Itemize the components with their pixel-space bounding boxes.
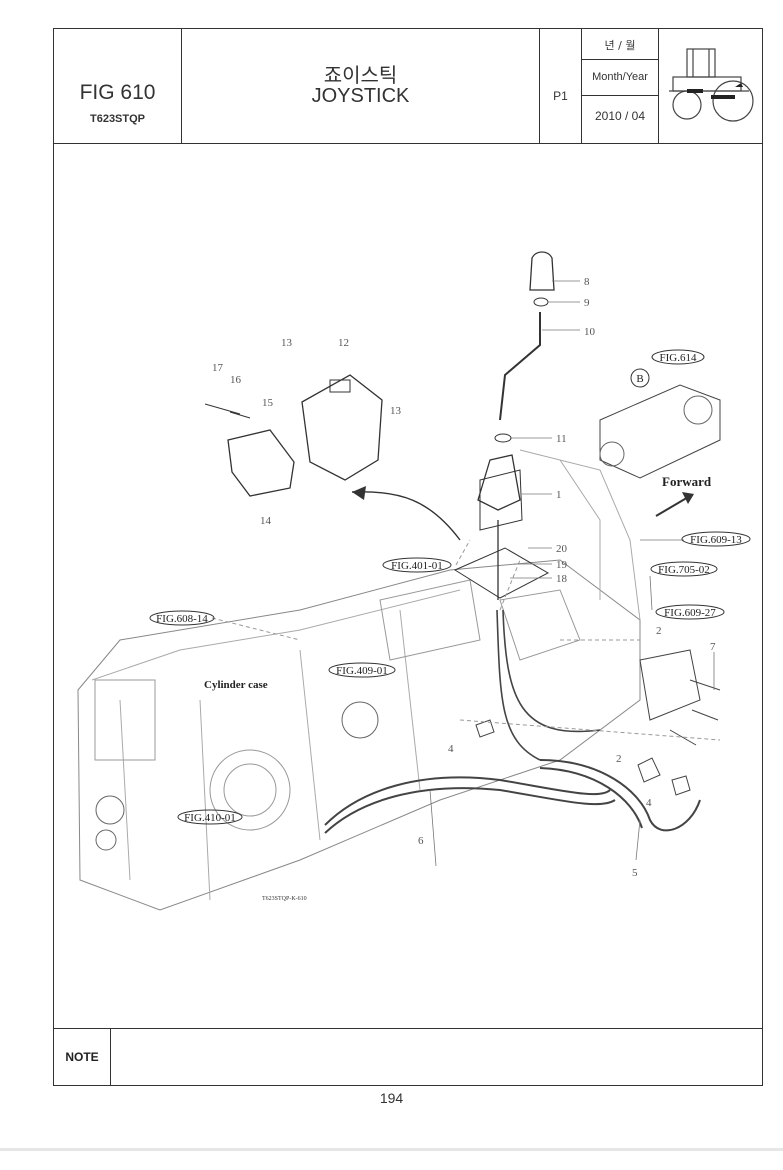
part-label: 14 bbox=[260, 515, 272, 527]
date-label-korean: 년 / 월 bbox=[604, 39, 636, 52]
forward-label: Forward bbox=[662, 474, 712, 489]
part-label: 6 bbox=[418, 835, 424, 847]
part-label: 11 bbox=[556, 433, 567, 445]
part-label: 1 bbox=[556, 489, 562, 501]
title-english: JOYSTICK bbox=[311, 85, 410, 107]
view-marker: B bbox=[636, 373, 643, 385]
callout-fig-608-14: FIG.608-14 bbox=[156, 613, 208, 625]
model-code: T623STQP bbox=[89, 113, 146, 125]
page-number: 194 bbox=[379, 1090, 404, 1106]
part-label: 15 bbox=[262, 397, 274, 409]
title-cell: 죠이스틱 JOYSTICK bbox=[182, 29, 540, 143]
part-label: 9 bbox=[584, 297, 590, 309]
fig-number: FIG 610 bbox=[79, 81, 156, 104]
callout-fig-409-01: FIG.409-01 bbox=[336, 665, 388, 677]
date-value: 2010 / 04 bbox=[594, 109, 646, 123]
date-cell: 년 / 월 Month/Year 2010 / 04 bbox=[582, 29, 659, 143]
tractor-icon bbox=[669, 48, 754, 122]
part-label: 4 bbox=[448, 743, 454, 755]
cylinder-case-label: Cylinder case bbox=[204, 679, 268, 691]
thumbnail-cell bbox=[659, 29, 764, 143]
callout-fig-614: FIG.614 bbox=[660, 352, 697, 364]
title-korean: 죠이스틱 bbox=[323, 63, 398, 87]
date-divider bbox=[582, 59, 658, 60]
header-table: FIG 610 T623STQP 죠이스틱 JOYSTICK P1 년 / 월 … bbox=[54, 29, 762, 144]
note-row: NOTE bbox=[54, 1028, 762, 1085]
part-label: 16 bbox=[230, 374, 242, 386]
part-label: 17 bbox=[212, 362, 224, 374]
part-label: 20 bbox=[556, 543, 568, 555]
fig-cell: FIG 610 T623STQP bbox=[54, 29, 182, 143]
note-label: NOTE bbox=[54, 1029, 111, 1085]
part-label: 13 bbox=[390, 405, 402, 417]
drawing-code: T623STQP-K-610 bbox=[262, 896, 307, 902]
page-cell: P1 bbox=[540, 29, 582, 143]
part-label: 12 bbox=[338, 337, 349, 349]
callout-fig-609-27: FIG.609-27 bbox=[664, 607, 716, 619]
part-label: 8 bbox=[584, 276, 590, 288]
part-label: 2 bbox=[616, 753, 622, 765]
date-divider bbox=[582, 95, 658, 96]
callout-fig-609-13: FIG.609-13 bbox=[690, 534, 742, 546]
callout-fig-410-01: FIG.410-01 bbox=[184, 812, 236, 824]
callout-fig-705-02: FIG.705-02 bbox=[658, 564, 710, 576]
callout-fig-401-01: FIG.401-01 bbox=[391, 560, 443, 572]
page-label: P1 bbox=[553, 89, 568, 103]
part-label: 4 bbox=[646, 797, 652, 809]
part-label: 19 bbox=[556, 559, 568, 571]
part-label: 10 bbox=[584, 326, 596, 338]
part-label: 2 bbox=[656, 625, 662, 637]
page-frame: FIG 610 T623STQP 죠이스틱 JOYSTICK P1 년 / 월 … bbox=[53, 28, 763, 1086]
scan-edge bbox=[0, 1148, 783, 1151]
part-label: 7 bbox=[710, 641, 716, 653]
part-label: 18 bbox=[556, 573, 568, 585]
part-label: 5 bbox=[632, 867, 638, 879]
part-label: 13 bbox=[281, 337, 293, 349]
date-label-english: Month/Year bbox=[592, 71, 648, 83]
